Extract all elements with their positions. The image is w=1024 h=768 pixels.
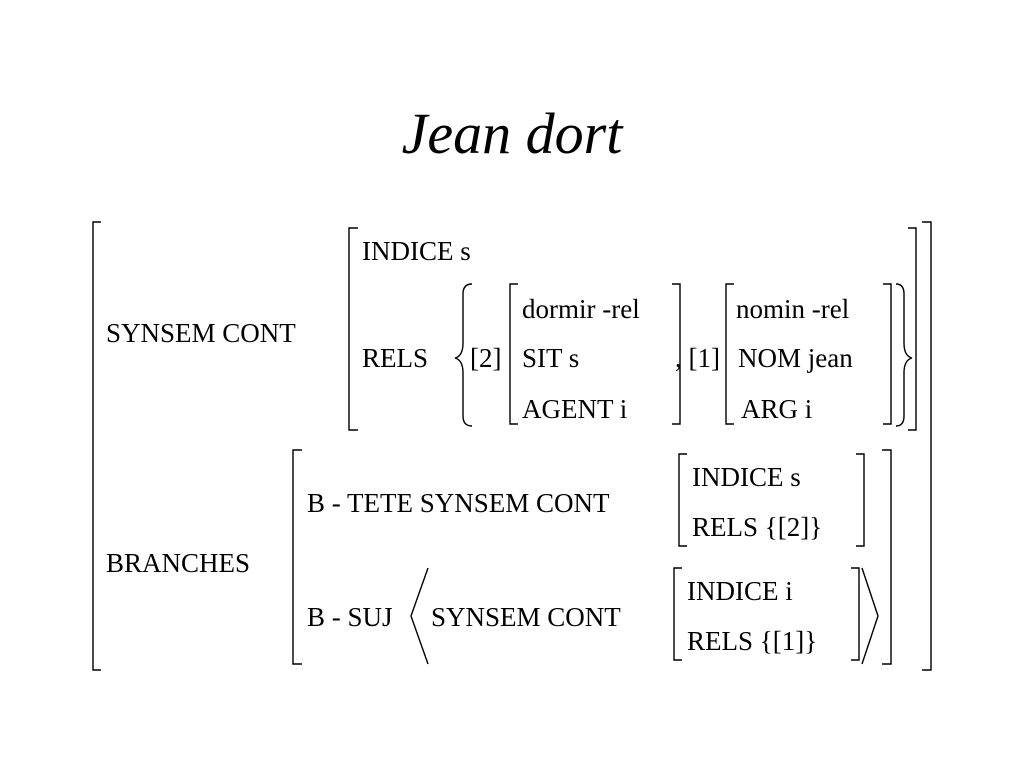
comma-tag-1: , [1] [675,343,720,373]
suj-left-angle [410,567,429,665]
rels-label: RELS [362,343,429,373]
suj-left-bracket [673,567,682,661]
outer-right-bracket [922,221,932,671]
outer-left-bracket [92,221,101,671]
branches-left-bracket [292,449,302,665]
suj-right-angle [861,567,879,665]
b-tete-label: B - TETE SYNSEM CONT [307,488,610,518]
dormir-right-bracket [672,283,681,425]
tag-2: [2] [470,343,502,373]
tete-right-bracket [856,453,865,547]
branches-right-bracket [882,449,892,665]
rels-right-brace [895,283,913,427]
sit-s-text: SIT s [522,343,580,373]
suj-synsem-cont-label: SYNSEM CONT [431,602,621,632]
synsem-left-bracket [348,227,358,431]
slide-title: Jean dort [401,101,623,166]
tete-indice-text: INDICE s [692,462,801,492]
suj-right-bracket [851,567,860,661]
dormir-left-bracket [509,283,518,425]
branches-label: BRANCHES [106,548,251,578]
nom-jean-text: NOM jean [738,343,853,373]
nomin-left-bracket [725,283,734,425]
tete-left-bracket [678,453,687,547]
arg-i-text: ARG i [741,394,813,424]
rels-left-brace [454,283,473,427]
tete-rels-text: RELS {[2]} [692,512,823,542]
suj-indice-text: INDICE i [687,576,793,606]
synsem-cont-label: SYNSEM CONT [106,318,296,348]
agent-i-text: AGENT i [522,394,628,424]
nomin-right-bracket [883,283,892,425]
dormir-rel-text: dormir -rel [522,294,640,324]
synsem-right-bracket-1 [908,227,917,431]
indice-s-text: INDICE s [362,236,471,266]
nomin-rel-text: nomin -rel [736,294,850,324]
b-suj-label: B - SUJ [307,602,393,632]
suj-rels-text: RELS {[1]} [687,626,818,656]
